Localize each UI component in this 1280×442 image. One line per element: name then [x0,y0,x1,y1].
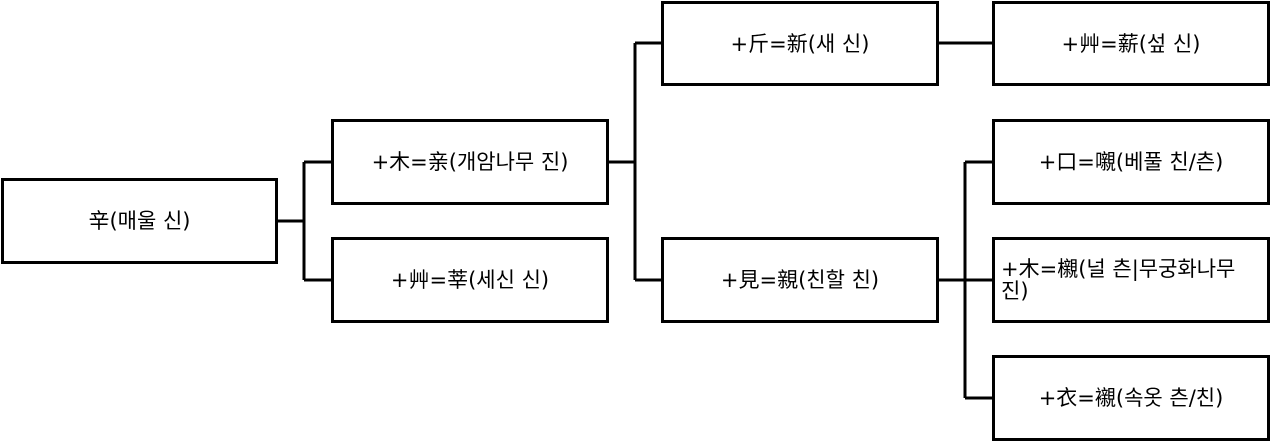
node-grass1: +艸=莘(세신 신) [331,237,609,323]
node-cloth: +衣=襯(속옷 츤/친) [992,355,1270,441]
node-root: 辛(매울 신) [1,178,278,264]
node-see: +見=親(친할 친) [661,237,939,323]
node-wood2: +木=櫬(널 츤|무궁화나무 진) [992,237,1270,323]
node-mouth: +口=嚫(베풀 친/츤) [992,119,1270,205]
node-wood1: +木=亲(개암나무 진) [331,119,609,205]
node-axe: +斤=新(새 신) [661,1,939,86]
edge-wood1-axe [633,41,661,280]
edge-root-wood1 [302,160,331,280]
node-grass2: +艸=薪(섶 신) [992,1,1270,86]
